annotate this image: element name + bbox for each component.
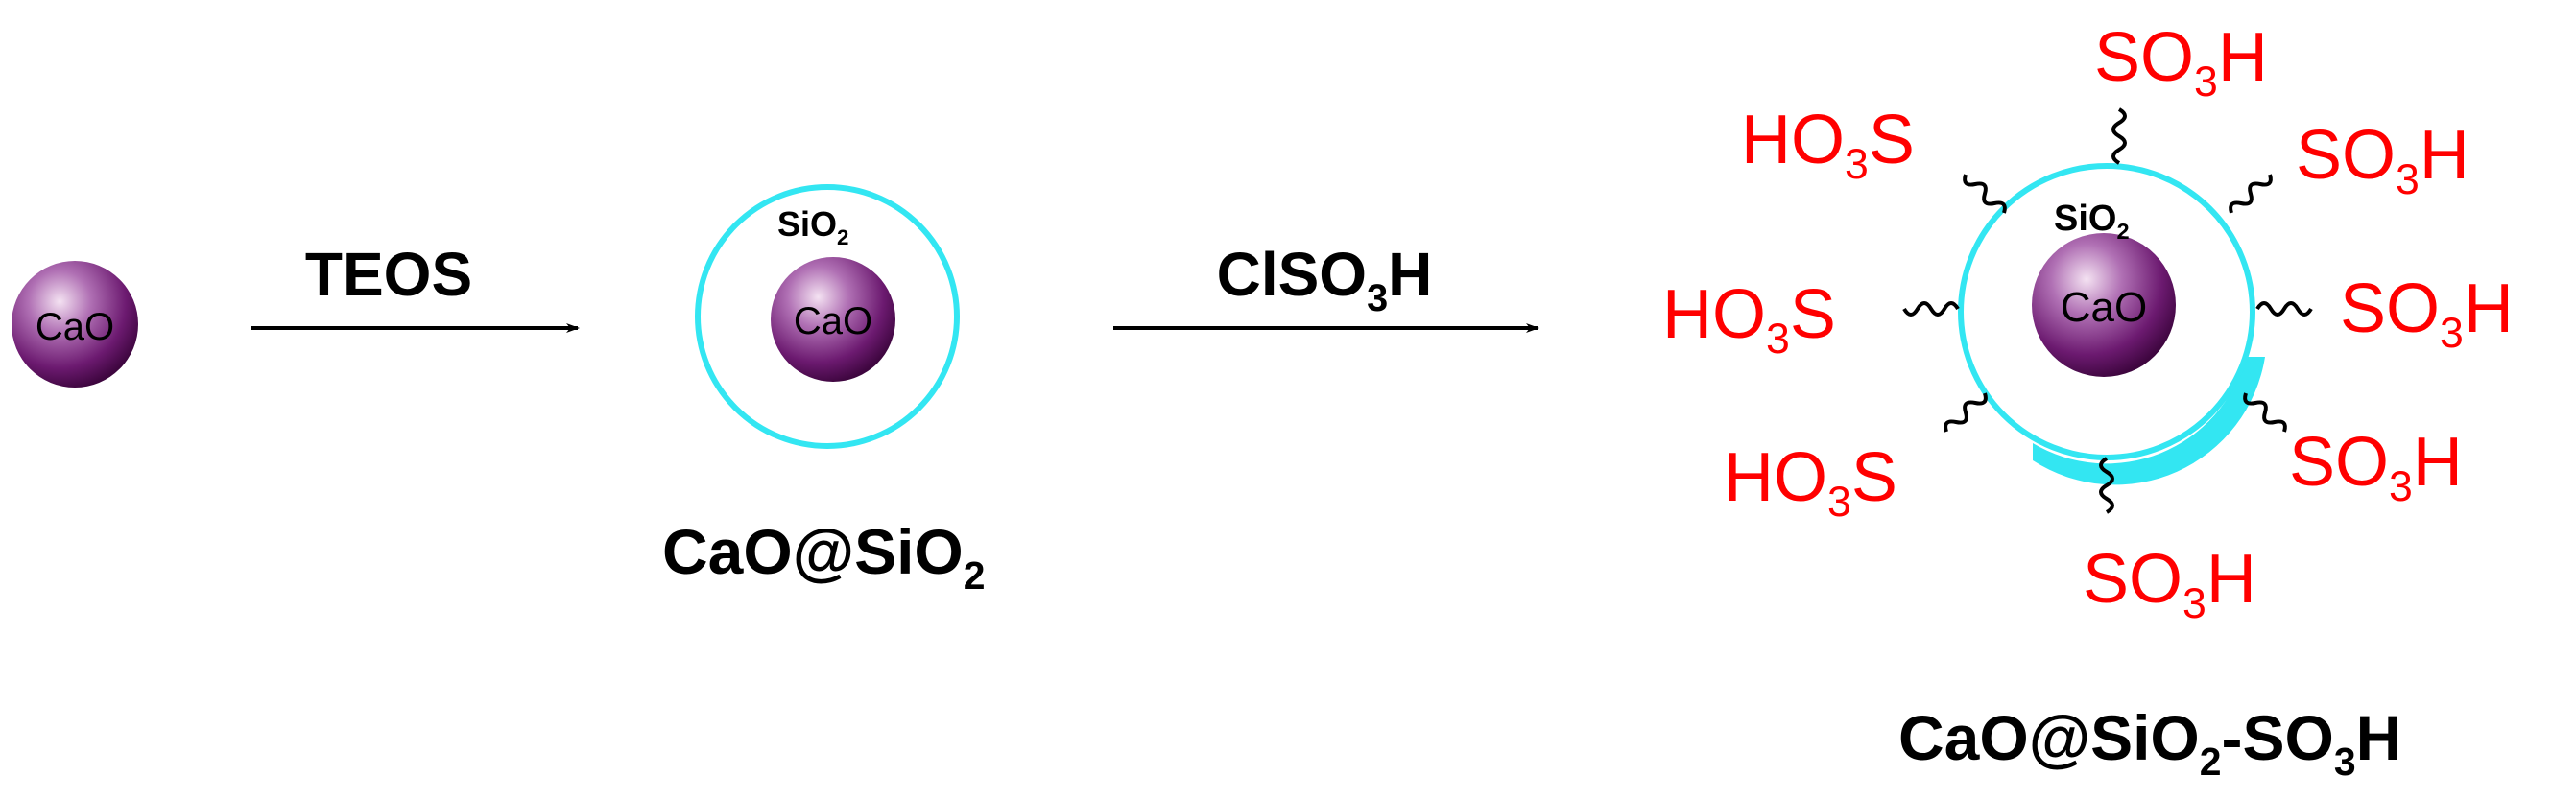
ho3s-group-left: HO3S [1662, 276, 1836, 363]
step-1: TEOS [251, 240, 580, 333]
silica-shell-highlight [2033, 357, 2265, 485]
linker-icon [2243, 392, 2287, 433]
core-label: CaO [794, 300, 872, 342]
silica-shell-icon [1958, 163, 2255, 460]
so3h-group-top: SO3H [2094, 19, 2268, 106]
sulfonic-groups: SO3H HO3S SO3H HO3S SO3H HO3S SO3H SO3H [1662, 19, 2514, 627]
linker-icon [2099, 457, 2114, 514]
linker-icon [2229, 174, 2273, 214]
so3h-group-lower-right: SO3H [2289, 424, 2463, 510]
stage-cao-sio2: CaO SiO2 CaO@SiO2 [662, 184, 986, 598]
stage-cao-sio2-so3h: CaO SiO2 SO3H HO3S SO3H HO3S SO3H HO3S S… [1662, 19, 2514, 784]
linker-icon [1963, 174, 2007, 214]
step-2: ClSO3H [1113, 240, 1539, 333]
product-2-name: CaO@SiO2-SO3H [1898, 702, 2401, 784]
product-1-name: CaO@SiO2 [662, 516, 986, 598]
shell-label: SiO2 [777, 204, 848, 249]
shell-label: SiO2 [2054, 199, 2130, 244]
ho3s-group-upper-left: HO3S [1741, 102, 1915, 188]
reagent-chlorosulfonic-acid: ClSO3H [1217, 240, 1433, 319]
ho3s-group-lower-left: HO3S [1724, 439, 1897, 526]
core-label: CaO [36, 306, 114, 348]
cao-nanoparticle-icon [12, 261, 138, 388]
stage-cao: CaO [12, 261, 138, 388]
cao-nanoparticle-icon [771, 257, 895, 382]
reagent-teos: TEOS [305, 240, 472, 309]
linker-icon [1902, 301, 1960, 317]
linker-icon [1944, 392, 1988, 433]
linker-icon [2111, 107, 2127, 165]
silica-shell-icon [695, 184, 960, 449]
linkers [1902, 107, 2313, 514]
cao-nanoparticle-icon [2032, 233, 2176, 377]
so3h-group-right: SO3H [2340, 270, 2514, 357]
core-label: CaO [2061, 284, 2147, 331]
so3h-group-upper-right: SO3H [2296, 117, 2469, 203]
so3h-group-bottom: SO3H [2083, 541, 2256, 627]
linker-icon [2255, 301, 2313, 317]
